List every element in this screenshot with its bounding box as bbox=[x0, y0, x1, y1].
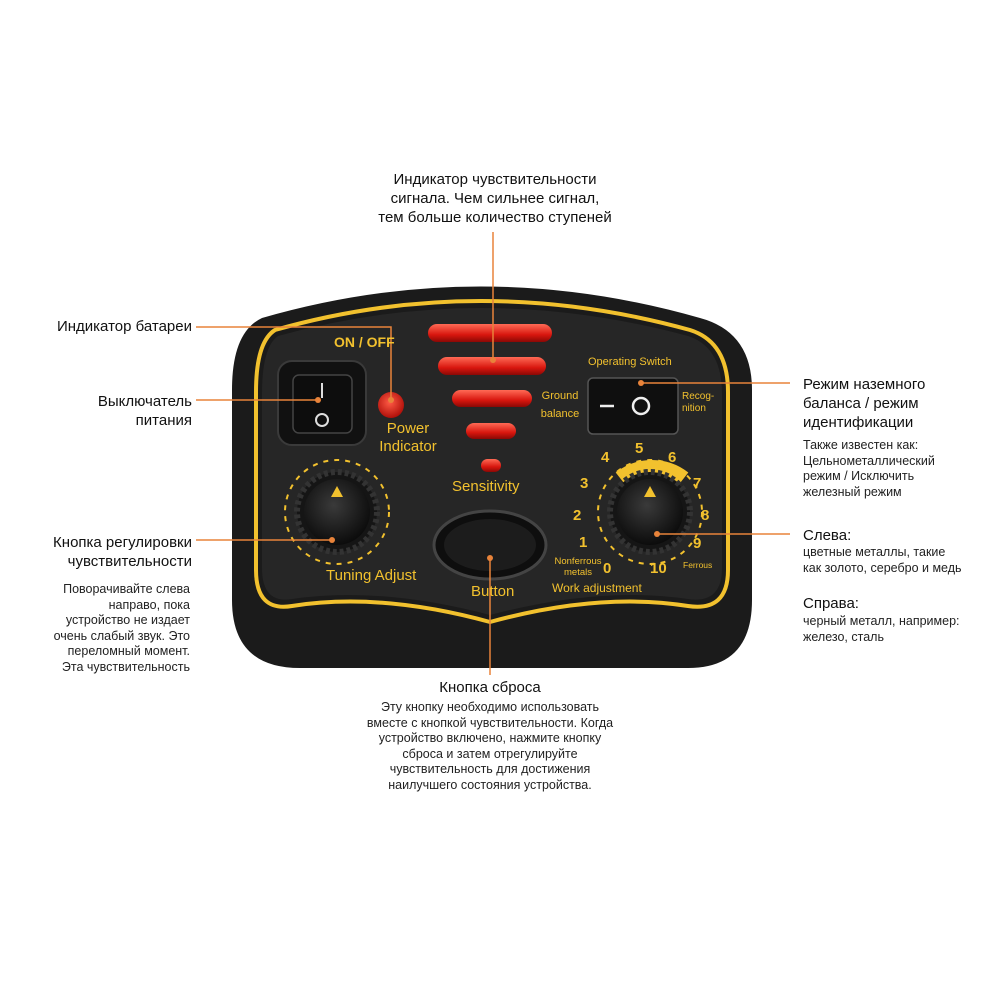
reset-button[interactable] bbox=[432, 509, 548, 581]
annotation-left-desc: цветные металлы, такие как золото, сереб… bbox=[803, 545, 962, 575]
annotation-reset-title: Кнопка сброса bbox=[439, 679, 541, 696]
sensitivity-bar-5 bbox=[481, 459, 501, 472]
annotation-mode-desc: Также известен как: Цельнометаллический … bbox=[803, 438, 935, 499]
annotation-sensitivity-indicator: Индикатор чувствительности сигнала. Чем … bbox=[378, 171, 612, 226]
sensitivity-bar-2 bbox=[438, 357, 546, 375]
scale-3: 3 bbox=[580, 475, 589, 492]
annotation-right-title: Справа: bbox=[803, 595, 859, 612]
annotation-tuning-knob-desc: Поворачивайте слева направо, пока устрой… bbox=[53, 582, 190, 674]
scale-0: 0 bbox=[603, 560, 612, 577]
scale-10: 10 bbox=[650, 560, 667, 577]
op-switch-o bbox=[631, 396, 651, 416]
scale-1: 1 bbox=[579, 534, 588, 551]
power-switch[interactable] bbox=[292, 374, 353, 434]
sensitivity-bar-3 bbox=[452, 390, 532, 407]
annotation-battery-indicator: Индикатор батареи bbox=[56, 318, 192, 335]
work-adjustment-knob[interactable] bbox=[597, 459, 703, 565]
annotation-left-title: Слева: bbox=[803, 527, 852, 544]
sensitivity-bar-4 bbox=[466, 423, 516, 439]
scale-6: 6 bbox=[668, 449, 677, 466]
recognition-label: Recog-nition bbox=[682, 391, 715, 414]
switch-off-mark bbox=[315, 413, 329, 427]
leader-dots bbox=[315, 357, 660, 561]
button-label: Button bbox=[471, 583, 515, 600]
scale-4: 4 bbox=[601, 449, 610, 466]
annotation-reset-desc: Эту кнопку необходимо использовать вмест… bbox=[366, 700, 614, 792]
annotation-mode-title: Режим наземного баланса / режим идентифи… bbox=[803, 376, 926, 431]
work-adjustment-label: Work adjustment bbox=[552, 581, 642, 595]
scale-5: 5 bbox=[635, 440, 644, 457]
ferrous-label: Ferrous bbox=[683, 560, 713, 570]
leader-lines bbox=[196, 232, 790, 675]
on-off-label: ON / OFF bbox=[334, 334, 395, 350]
yellow-trim bbox=[254, 299, 730, 625]
power-indicator-led bbox=[378, 392, 404, 418]
sensitivity-label: Sensitivity bbox=[452, 478, 520, 495]
tuning-adjust-knob[interactable] bbox=[284, 459, 390, 565]
scale-2: 2 bbox=[573, 507, 582, 524]
sensitivity-bar-1 bbox=[428, 324, 552, 342]
scale-9: 9 bbox=[693, 535, 702, 552]
tuning-adjust-label: Tuning Adjust bbox=[326, 567, 417, 584]
annotation-power-switch: Выключатель питания bbox=[97, 393, 192, 429]
operating-switch-label: Operating Switch bbox=[588, 356, 672, 368]
scale-8: 8 bbox=[701, 507, 710, 524]
annotation-right-desc: черный металл, например: железо, сталь bbox=[803, 614, 960, 644]
scale-7: 7 bbox=[693, 475, 702, 492]
annotation-tuning-knob-title: Кнопка регулировки чувствительности bbox=[53, 534, 192, 570]
